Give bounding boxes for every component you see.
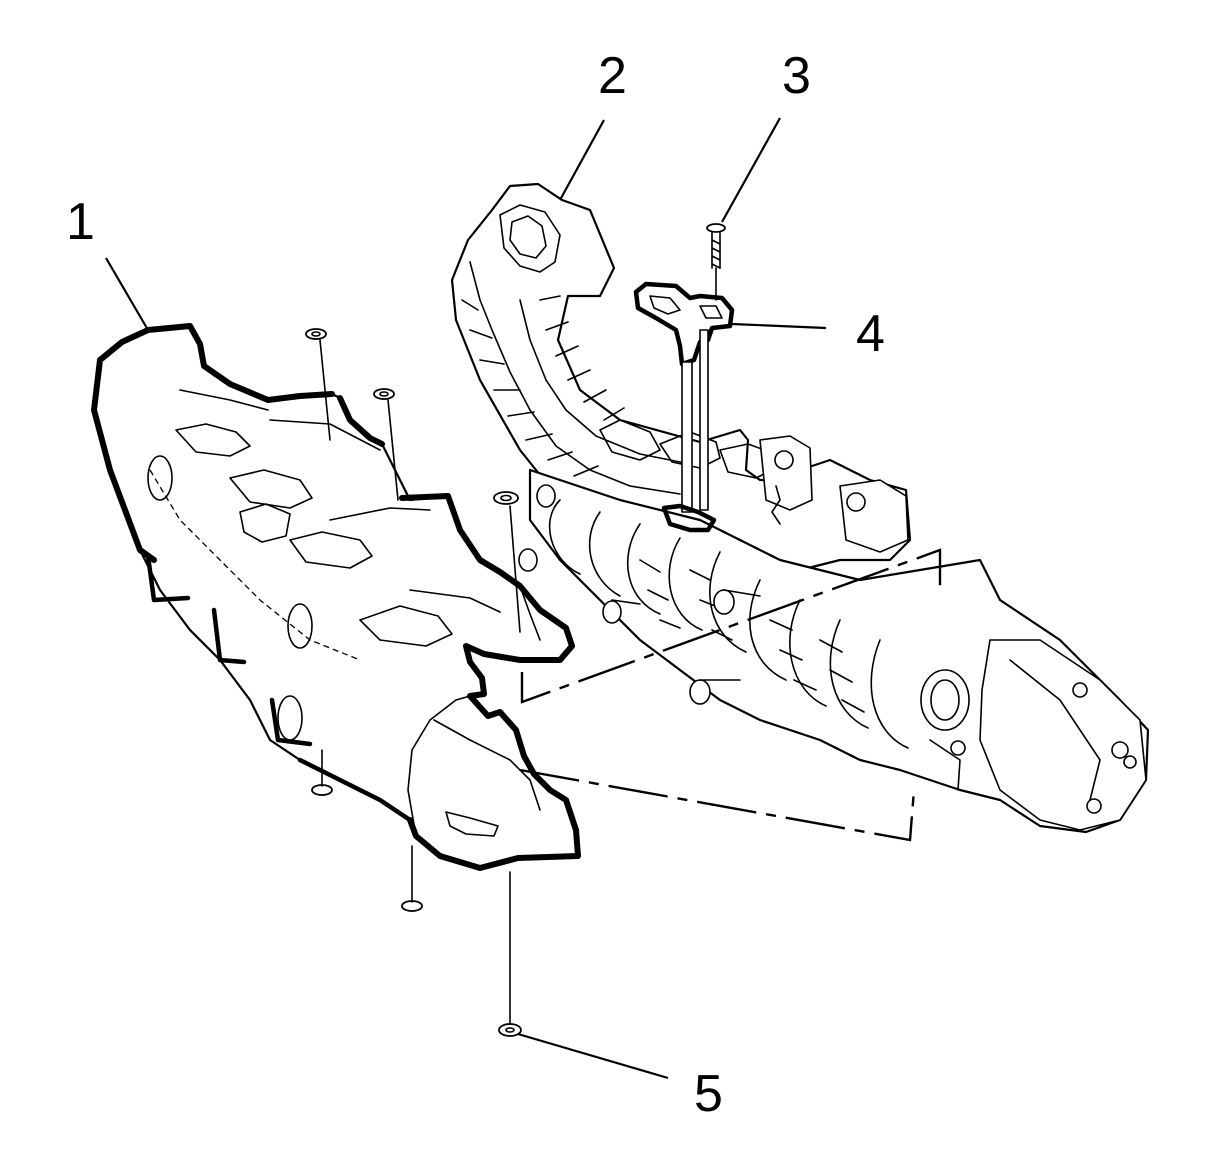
- manifold-outlet-pipe: [450, 182, 912, 572]
- callout-label-1: 1: [66, 193, 95, 251]
- heat-shield-part: [91, 323, 581, 871]
- heat-shield-outline: [91, 323, 581, 871]
- callout-label-4: 4: [856, 305, 885, 363]
- leader-3: [721, 117, 781, 223]
- leader-1: [105, 257, 149, 331]
- callout-label-2: 2: [598, 47, 627, 105]
- sensor-bracket-part: [633, 281, 735, 533]
- nut-lower-3: [498, 1023, 522, 1037]
- heat-shield-fasteners: [305, 328, 942, 1037]
- bolt-head: [706, 223, 726, 233]
- sensor-bracket-outline: [633, 281, 735, 367]
- callout-label-3: 3: [782, 47, 811, 105]
- leader-5: [517, 1032, 669, 1080]
- phantom-alignment-line-upper: [520, 548, 942, 704]
- catalytic-converter-body: [518, 468, 1150, 834]
- callout-label-5: 5: [694, 1065, 723, 1123]
- outlet-flange: [979, 639, 1147, 831]
- leader-2: [559, 119, 605, 201]
- phantom-alignment-line-lower: [519, 768, 916, 842]
- nut-upper-1: [305, 328, 327, 340]
- nut-upper-2: [373, 388, 395, 400]
- callout-leaders: [105, 117, 827, 1080]
- leader-4: [731, 322, 827, 330]
- nut-upper-3: [493, 491, 519, 505]
- bolt-part: [706, 223, 726, 301]
